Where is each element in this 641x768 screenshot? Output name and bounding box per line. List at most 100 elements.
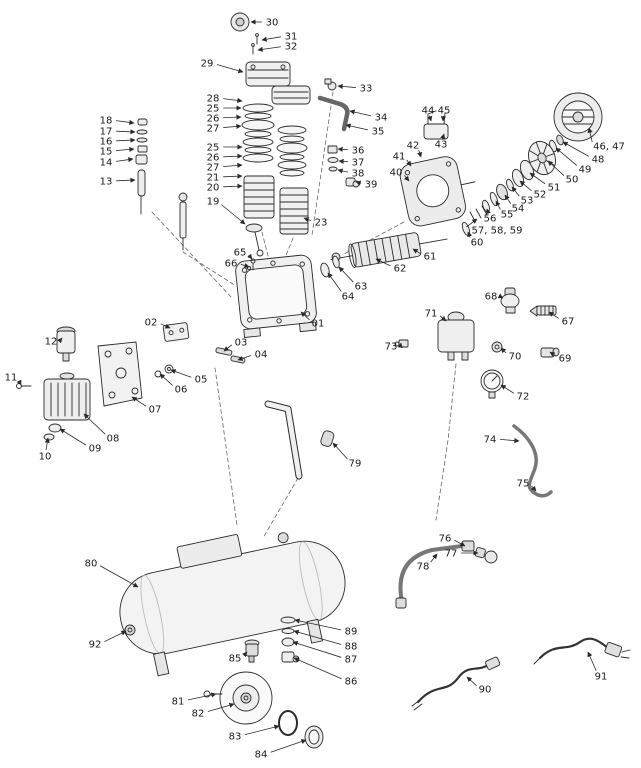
part-label-84: 84 [255, 750, 268, 761]
leader-line-28 [223, 97, 243, 103]
leader-line-56 [485, 208, 491, 215]
part-label-67: 67 [562, 317, 575, 328]
part-label-49: 49 [579, 165, 592, 176]
part-label-52: 52 [534, 190, 547, 201]
valve-plate-stack-right [276, 125, 308, 177]
leader-line-29 [216, 64, 244, 74]
leader-line-26 [223, 114, 242, 120]
power-cord-left [411, 656, 501, 711]
bolt-side [16, 383, 32, 389]
leader-line-53 [511, 186, 520, 197]
part-label-46-47: 46, 47 [593, 142, 625, 153]
air-tank [119, 532, 346, 677]
hex-nut [491, 341, 503, 353]
part-label-11: 11 [5, 373, 18, 384]
leader-line-88 [293, 629, 342, 645]
part-label-06: 06 [175, 385, 188, 396]
part-label-14: 14 [100, 158, 113, 169]
leader-line-92 [104, 630, 127, 643]
leader-line-78 [430, 553, 438, 563]
part-label-73: 73 [385, 342, 398, 353]
crankcase-washers [320, 255, 340, 278]
leader-line-17 [116, 129, 136, 135]
part-label-92: 92 [89, 640, 102, 651]
motor-stator [399, 156, 476, 227]
head-screws [251, 33, 259, 55]
leader-line-54 [504, 194, 512, 204]
leader-line-26 [223, 153, 243, 159]
washers-small [154, 364, 174, 378]
part-label-91: 91 [595, 672, 608, 683]
leader-line-80 [99, 565, 139, 588]
leader-line-09 [59, 428, 87, 446]
part-label-41: 41 [393, 152, 406, 163]
leader-line-16 [116, 137, 136, 143]
part-label-72: 72 [517, 392, 530, 403]
part-labels-layer: 3031322933282526273435181716151425262721… [5, 18, 625, 761]
part-label-01: 01 [312, 319, 325, 330]
leader-line-18 [116, 119, 135, 125]
part-label-44: 44 [422, 106, 435, 117]
oil-fill-parts [135, 118, 148, 215]
part-label-53: 53 [521, 196, 534, 207]
part-label-71: 71 [425, 309, 438, 320]
regulator [500, 287, 520, 314]
part-label-05: 05 [195, 375, 208, 386]
leader-line-27 [223, 162, 243, 168]
leader-line-90 [466, 676, 477, 686]
part-label-43: 43 [435, 140, 448, 151]
leader-line-42 [417, 149, 422, 158]
leader-line-84 [270, 739, 307, 753]
leader-line-14 [116, 157, 134, 163]
part-label-56: 56 [484, 214, 497, 225]
leader-line-12 [57, 337, 63, 344]
leader-line-51 [529, 172, 546, 185]
part-label-86: 86 [345, 677, 358, 688]
leader-line-82 [207, 702, 235, 712]
part-label-25: 25 [207, 143, 220, 154]
handle-grip [320, 430, 335, 447]
piston-rod [245, 223, 264, 257]
leader-line-04 [237, 355, 252, 361]
leader-line-85 [241, 651, 248, 658]
leader-line-71 [439, 315, 447, 322]
leader-line-20 [223, 183, 243, 189]
part-label-87: 87 [345, 655, 358, 666]
part-label-10: 10 [39, 452, 52, 463]
leader-line-89 [294, 618, 342, 631]
cylinder-right [279, 187, 309, 235]
leader-line-35 [345, 123, 369, 131]
leader-line-06 [159, 373, 173, 386]
part-label-23: 23 [315, 218, 328, 229]
part-label-85: 85 [229, 654, 242, 665]
cylinder-left [243, 175, 275, 219]
leader-line-61 [412, 248, 421, 255]
part-label-64: 64 [342, 292, 355, 303]
part-label-13: 13 [100, 177, 113, 188]
part-label-74: 74 [484, 435, 497, 446]
leader-line-66 [240, 263, 250, 268]
part-label-16: 16 [100, 137, 113, 148]
part-label-66: 66 [225, 259, 238, 270]
part-label-40: 40 [390, 168, 403, 179]
pressure-gauge [480, 369, 504, 399]
part-label-50: 50 [566, 175, 579, 186]
leader-line-44 [427, 115, 433, 122]
part-label-19: 19 [207, 197, 220, 208]
leader-line-76 [454, 539, 466, 547]
part-label-18: 18 [100, 116, 113, 127]
part-label-63: 63 [355, 282, 368, 293]
leader-line-33 [337, 83, 356, 90]
dipstick [178, 192, 188, 251]
part-label-29: 29 [201, 59, 214, 70]
leader-line-34 [349, 109, 372, 117]
leader-line-10 [44, 437, 50, 451]
part-label-80: 80 [85, 559, 98, 570]
leader-line-32 [257, 46, 281, 52]
part-label-09: 09 [89, 444, 102, 455]
leader-line-50 [547, 160, 565, 176]
cooling-fan [528, 140, 556, 176]
leader-line-87 [292, 640, 342, 658]
crankcase [235, 254, 317, 338]
